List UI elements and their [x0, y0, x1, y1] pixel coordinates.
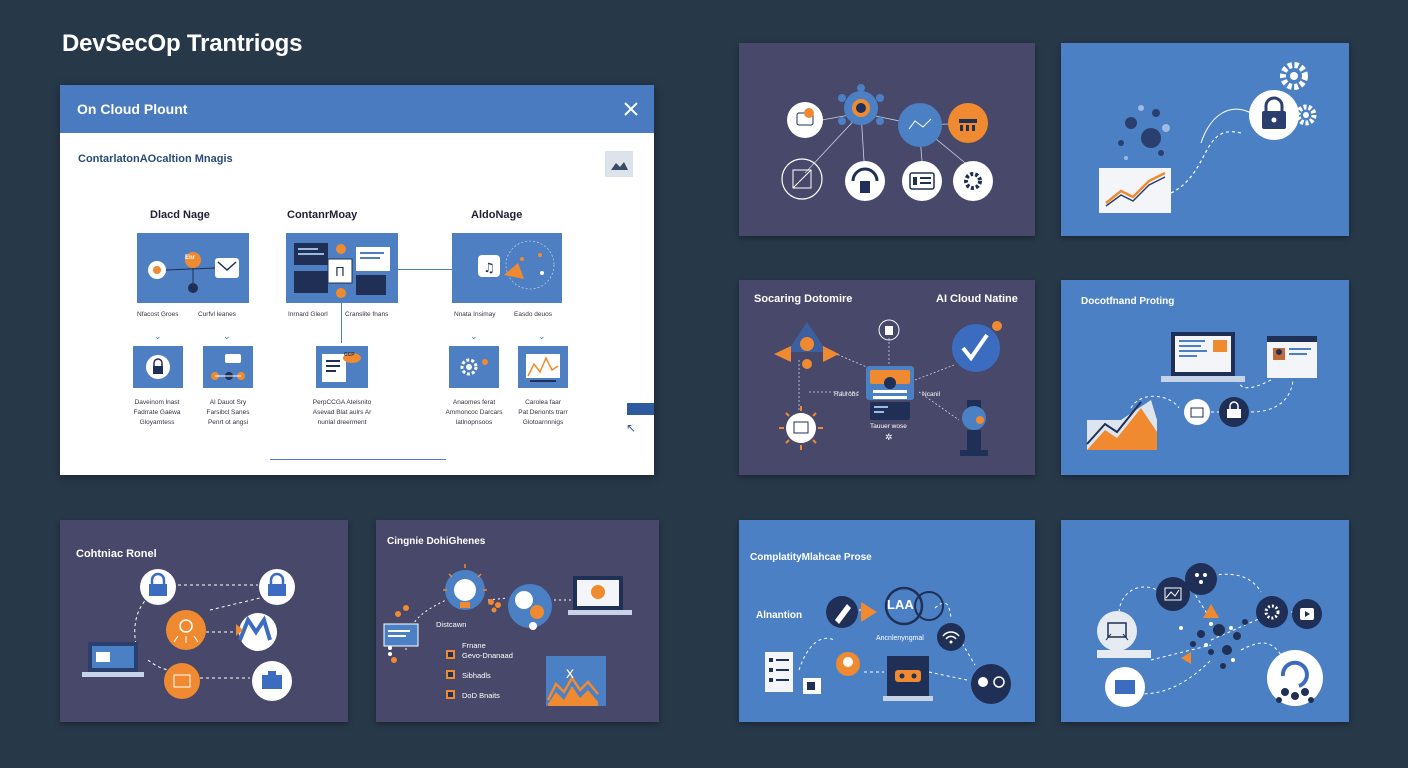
card-title: Docotfnand Proting — [1081, 296, 1175, 307]
hub-network-diagram — [1097, 563, 1323, 707]
card-7[interactable]: ComplatityMlahcae Prose Alnantion LAA An… — [739, 520, 1035, 722]
diagram-tile-1 — [137, 233, 249, 303]
card-title: AI Cloud Natine — [936, 293, 1018, 305]
svg-text:x: x — [566, 665, 574, 682]
card-title: Socaring Dotomire — [754, 293, 853, 305]
tile-label: Nfacost Groes — [137, 311, 179, 318]
tile-label: Nnata Insimay — [454, 311, 496, 318]
chevron-down-icon: ⌄ — [538, 331, 546, 341]
tile-label: Easdo deuos — [514, 311, 552, 318]
card-5[interactable]: Cohtniac Ronel — [60, 520, 348, 722]
document-tile — [316, 346, 368, 388]
badge-ccp: CCP — [344, 352, 355, 358]
tile-label: Inrnard Gleorl — [288, 311, 328, 318]
node-label: Tauuer wose — [870, 423, 907, 430]
main-panel: On Cloud Plount ContarlatonAOcaltion Mna… — [60, 85, 654, 475]
idea-diagram: x — [383, 564, 632, 706]
tile-label: Cranslite fnans — [345, 311, 389, 318]
card-3[interactable]: Socaring Dotomire AI Cloud Natine Raurob… — [739, 280, 1035, 475]
card-label: Alnantion — [756, 610, 803, 621]
security-growth-diagram — [1099, 62, 1317, 213]
svg-text:Π: Π — [335, 264, 344, 279]
chevron-down-icon: ⌄ — [470, 331, 478, 341]
card-6[interactable]: Cingnie DohiGhenes x Distcawn Frnane Gev… — [376, 520, 659, 722]
page-title: DevSecOp Trantriogs — [62, 30, 303, 57]
panel-header: On Cloud Plount — [60, 85, 654, 133]
list-label: Distcawn — [436, 620, 467, 629]
lda-label: LAA — [887, 597, 914, 612]
tile-label: Curfvl leanes — [198, 311, 236, 318]
secure-network-diagram — [82, 569, 295, 701]
svg-text:♫: ♫ — [483, 261, 495, 276]
close-button[interactable] — [620, 98, 642, 120]
connector-line — [341, 303, 342, 343]
connector-line — [398, 269, 458, 270]
column-heading-1: Dlacd Nage — [150, 209, 210, 221]
column-heading-3: AldoNage — [471, 209, 523, 221]
node-label: Ncanil — [922, 391, 941, 398]
card-1[interactable] — [739, 43, 1035, 236]
card-title: Cohtniac Ronel — [76, 548, 157, 560]
network-diagram — [781, 84, 993, 201]
star-icon: ✲ — [885, 432, 893, 442]
compliance-process-diagram — [765, 586, 1011, 704]
list-label: Gevo-Dnanaad — [462, 651, 513, 660]
panel-title: On Cloud Plount — [77, 101, 188, 117]
diagram-tile-2: Π — [286, 233, 398, 303]
network-tile — [203, 346, 253, 388]
panel-subtitle: ContarlatonAOcaltion Mnagis — [78, 153, 233, 165]
badge-enr: Enr — [185, 255, 196, 261]
scroll-indicator[interactable] — [627, 403, 654, 415]
card-4[interactable]: Docotfnand Proting — [1061, 280, 1349, 475]
list-label: Sibhadls — [462, 671, 491, 680]
gear-tile — [449, 346, 499, 388]
card-8[interactable] — [1061, 520, 1349, 722]
card-title: Cingnie DohiGhenes — [387, 536, 486, 547]
lock-tile — [133, 346, 183, 388]
chevron-down-icon: ⌄ — [154, 331, 162, 341]
divider — [270, 459, 446, 460]
node-label: Ancnlenyngmal — [876, 635, 924, 642]
chevron-down-icon: ⌄ — [223, 331, 231, 341]
card-2[interactable] — [1061, 43, 1349, 236]
list-label: Frnane — [462, 641, 486, 650]
dashboard-diagram — [1086, 332, 1317, 450]
card-title: ComplatityMlahcae Prose — [750, 552, 872, 563]
node-label: Raurobs — [834, 391, 859, 398]
cloud-native-diagram — [774, 319, 1002, 456]
chart-tile — [518, 346, 568, 388]
close-icon — [624, 102, 638, 116]
list-label: DoD Bnaits — [462, 691, 500, 700]
cursor-arrow-icon: ↖ — [626, 421, 637, 435]
diagram-tile-3: ♫ — [452, 233, 562, 303]
image-thumbnail-icon[interactable] — [605, 151, 633, 177]
column-heading-2: ContanrMoay — [287, 209, 358, 221]
